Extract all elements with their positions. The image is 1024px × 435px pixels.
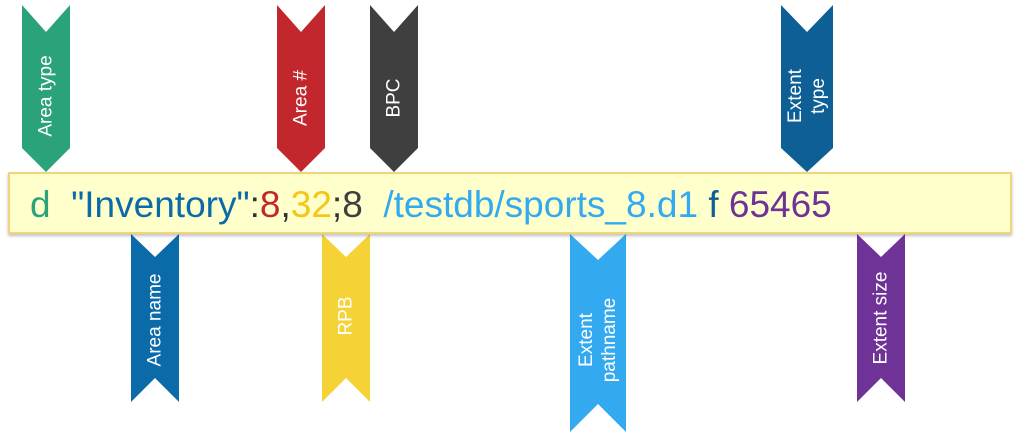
- rpb-value: 32: [290, 184, 332, 225]
- bpc-value: 8: [342, 184, 363, 225]
- rpb-label: RPB: [335, 296, 357, 336]
- extent-pathname-value: /testdb/sports_8.d1: [383, 184, 699, 225]
- area-name-label: Area name: [144, 273, 166, 367]
- space: [363, 184, 384, 225]
- area-name-value: "Inventory": [71, 184, 250, 225]
- structure-line: d "Inventory":8,32;8 /testdb/sports_8.d1…: [30, 181, 832, 229]
- semicolon-separator: ;: [331, 184, 343, 225]
- extent-type-label-line1: Extent: [785, 69, 806, 123]
- extent-size-value: 65465: [728, 184, 832, 225]
- extent-type-value: f: [708, 184, 719, 225]
- space: [698, 184, 708, 225]
- space: [719, 184, 729, 225]
- comma-separator: ,: [280, 184, 291, 225]
- extent-pathname-label-line1: Extent: [576, 313, 597, 367]
- extent-pathname-label: Extent pathname: [575, 298, 621, 383]
- space: [51, 184, 72, 225]
- area-type-label: Area type: [35, 55, 57, 137]
- area-type-ribbon: [22, 5, 70, 172]
- colon-separator: :: [249, 184, 260, 225]
- rpb-ribbon: [322, 234, 370, 402]
- area-number-value: 8: [259, 184, 281, 225]
- extent-type-label: Extent type: [784, 69, 830, 123]
- extent-pathname-label-line2: pathname: [599, 297, 620, 383]
- area-number-label: Area #: [290, 70, 312, 126]
- area-number-ribbon: [277, 5, 325, 172]
- extent-size-ribbon: [857, 234, 905, 402]
- bpc-label: BPC: [383, 78, 405, 118]
- extent-pathname-ribbon: [570, 234, 626, 432]
- area-type-value: d: [30, 184, 51, 225]
- extent-type-label-line2: type: [808, 78, 829, 114]
- extent-type-ribbon: [781, 5, 833, 172]
- area-name-ribbon: [131, 234, 179, 402]
- bpc-ribbon: [370, 5, 418, 172]
- structure-line-bar: [8, 172, 1012, 234]
- extent-size-label: Extent size: [870, 271, 892, 365]
